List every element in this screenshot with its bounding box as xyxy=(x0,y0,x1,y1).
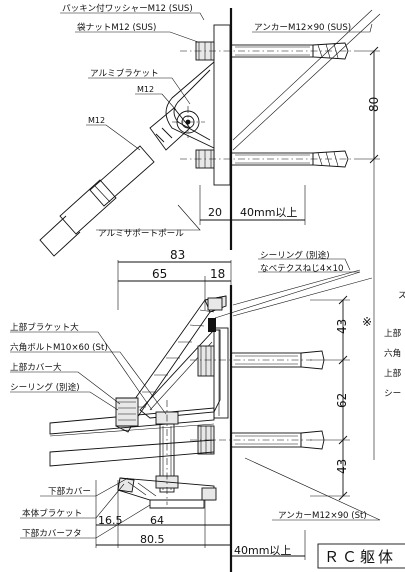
label-sealing-left: シーリング (別途) xyxy=(10,381,80,393)
label-sealing-top: シーリング (別途) xyxy=(260,249,330,261)
rc-wall xyxy=(229,8,381,572)
dim-18: 18 xyxy=(210,267,225,281)
bottom-leaders xyxy=(10,258,381,539)
dim-80-5: 80.5 xyxy=(140,533,165,546)
dim-80: 80 xyxy=(367,97,381,112)
base-plate xyxy=(213,24,231,186)
sealing-left xyxy=(115,397,139,427)
dim-83: 83 xyxy=(170,248,185,262)
labels: パッキン付ワッシャーM12 (SUS) 袋ナットM12 (SUS) アンカーM1… xyxy=(10,3,405,566)
label-support-pole: アルミサポートポール xyxy=(98,228,184,239)
top-detail xyxy=(39,12,380,460)
dim-43-bottom: 43 xyxy=(335,459,349,474)
dim-asterisk: ※ xyxy=(362,315,372,329)
dimension-text: 80 20 40mm以上 83 65 18 43 62 43 ※ 16.5 64… xyxy=(98,97,381,557)
label-m12-upper: M12 xyxy=(137,85,154,94)
dim-64: 64 xyxy=(150,514,164,527)
lower-anchor xyxy=(180,149,360,169)
label-right-cut-2: 上部 xyxy=(384,327,402,339)
dim-43-top: 43 xyxy=(335,319,349,334)
bottom-anchor-upper xyxy=(190,345,325,377)
label-cap-nut: 袋ナットM12 (SUS) xyxy=(77,21,156,33)
label-nabe-screw: なべテクスねじ4×10 xyxy=(260,263,344,274)
label-m12-lower: M12 xyxy=(88,116,105,125)
upper-bracket-large xyxy=(139,318,229,419)
dim-16-5: 16.5 xyxy=(98,514,123,527)
label-hex-bolt: 六角ボルトM10×60 (St) xyxy=(10,341,108,353)
label-body-bracket: 本体ブラケット xyxy=(22,507,82,519)
dim-62: 62 xyxy=(335,393,349,408)
label-title: ＲＣ躯体 xyxy=(324,548,396,566)
bottom-dims xyxy=(95,260,350,560)
top-dims xyxy=(199,46,380,460)
bottom-anchor-lower xyxy=(190,425,325,455)
upper-cover-large xyxy=(115,295,227,433)
label-right-cut-5: シー xyxy=(384,389,401,399)
dim-40-bottom: 40mm以上 xyxy=(234,544,291,557)
label-right-cut-3: 六角 xyxy=(384,347,401,359)
title-box xyxy=(317,543,405,569)
nabe-screw xyxy=(208,318,216,332)
label-alumi-bracket: アルミブラケット xyxy=(90,67,159,79)
clamp-block xyxy=(149,107,191,151)
dim-65: 65 xyxy=(152,267,167,281)
label-lower-cover-lid: 下部カバーフタ xyxy=(22,527,82,539)
label-lower-cover: 下部カバー xyxy=(48,485,91,497)
label-upper-bracket-large: 上部ブラケット大 xyxy=(10,321,79,333)
label-right-cut-4: 上部 xyxy=(384,367,402,379)
label-anchor-bottom: アンカーM12×90 (St) xyxy=(278,510,367,521)
dim-40-top: 40mm以上 xyxy=(240,206,297,219)
support-pole xyxy=(39,145,155,257)
hex-bolt xyxy=(155,400,179,505)
bottom-detail xyxy=(10,258,381,560)
label-packing-washer: パッキン付ワッシャーM12 (SUS) xyxy=(62,3,193,14)
label-right-cut-1: ス xyxy=(398,291,405,301)
label-upper-cover-large: 上部カバー大 xyxy=(10,361,62,373)
top-leaders xyxy=(60,12,373,231)
dim-20: 20 xyxy=(208,206,222,219)
label-anchor-top: アンカーM12×90 (SUS) xyxy=(254,22,351,33)
upper-anchor xyxy=(180,41,360,61)
alumi-bracket-shape xyxy=(165,61,215,149)
